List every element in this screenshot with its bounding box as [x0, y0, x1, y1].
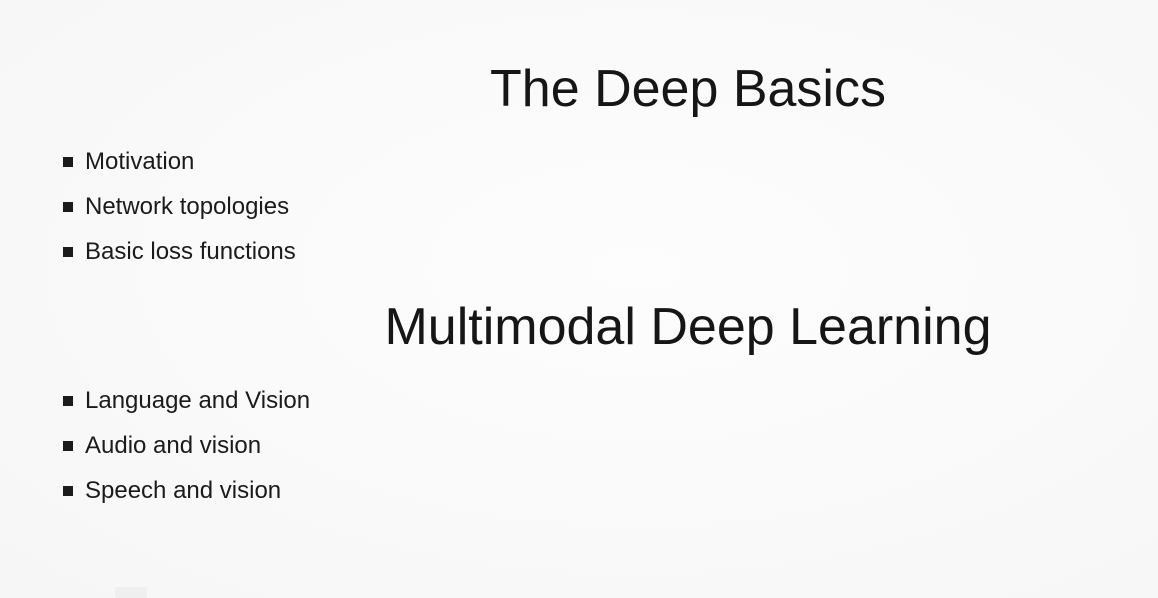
bullet-square-icon — [63, 247, 73, 257]
list-item-label: Speech and vision — [85, 477, 282, 504]
list-item: Language and Vision — [63, 389, 310, 413]
list-item-label: Motivation — [85, 148, 195, 175]
bullet-square-icon — [63, 202, 73, 212]
faint-artifact-mark — [115, 587, 147, 598]
section-title-deep-basics: The Deep Basics — [490, 60, 886, 118]
bullet-list-multimodal: Language and Vision Audio and vision Spe… — [63, 389, 310, 524]
bullet-list-deep-basics: Motivation Network topologies Basic loss… — [63, 150, 296, 285]
bullet-square-icon — [63, 441, 73, 451]
list-item: Motivation — [63, 150, 296, 174]
list-item-label: Audio and vision — [85, 432, 262, 459]
list-item-label: Language and Vision — [85, 387, 311, 414]
bullet-square-icon — [63, 486, 73, 496]
bullet-square-icon — [63, 396, 73, 406]
list-item-label: Basic loss functions — [85, 238, 296, 265]
list-item-label: Network topologies — [85, 193, 290, 220]
section-title-multimodal-deep-learning: Multimodal Deep Learning — [384, 298, 992, 356]
list-item: Network topologies — [63, 195, 296, 219]
bullet-square-icon — [63, 157, 73, 167]
list-item: Basic loss functions — [63, 240, 296, 264]
list-item: Audio and vision — [63, 434, 310, 458]
list-item: Speech and vision — [63, 479, 310, 503]
